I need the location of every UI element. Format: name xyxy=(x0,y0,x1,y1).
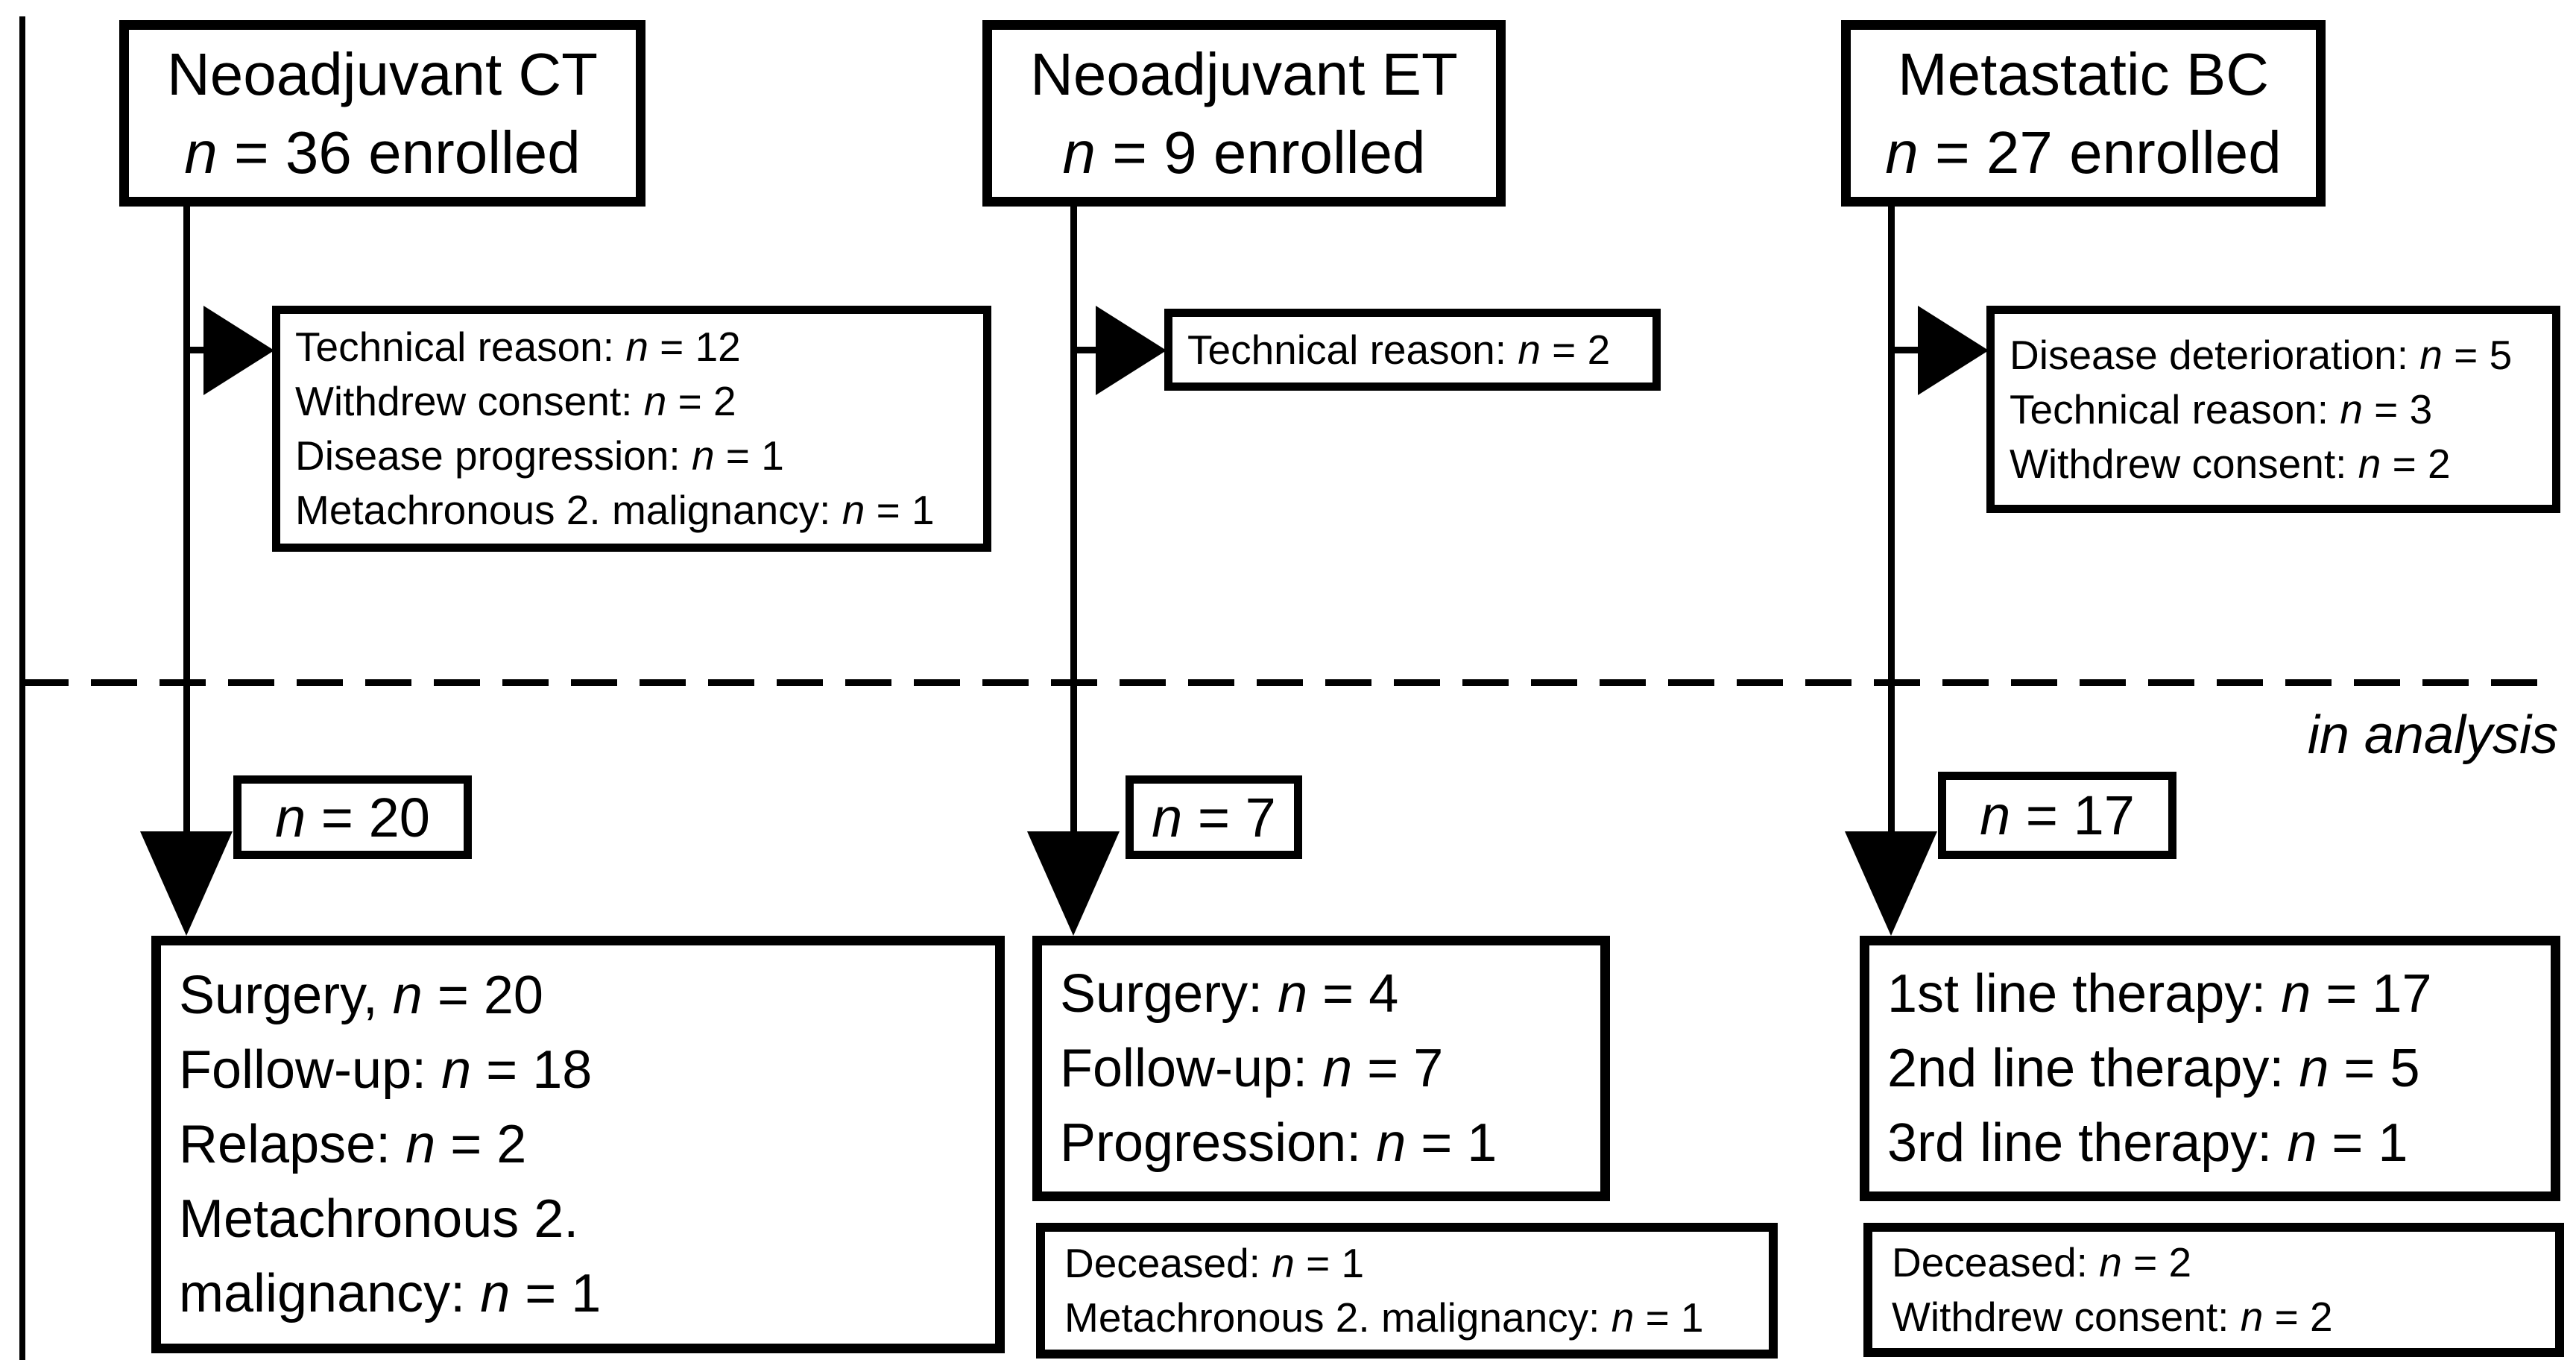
exclusion-branch-line-neoadjuvant-et xyxy=(1073,347,1103,353)
analysis-count-box-metastatic-bc: n = 17 xyxy=(1938,772,2176,859)
flow-line-metastatic-bc xyxy=(1888,207,1895,837)
n-variable: n xyxy=(2281,964,2311,1024)
exclusion-box-neoadjuvant-ct: Technical reason: n = 12 Withdrew consen… xyxy=(272,306,991,552)
arrowhead-down-icon xyxy=(140,831,233,936)
n-variable: n xyxy=(842,487,865,533)
box-title: Neoadjuvant ET xyxy=(1030,41,1458,107)
figure-border-line xyxy=(19,16,25,1360)
exclusion-line: Withdrew consent: n = 2 xyxy=(295,378,736,424)
n-variable: n xyxy=(2358,440,2381,487)
outcome-box-neoadjuvant-ct: Surgery, n = 20 Follow-up: n = 18 Relaps… xyxy=(151,936,1005,1353)
box-title: Neoadjuvant CT xyxy=(166,41,599,107)
n-variable: n xyxy=(392,966,423,1025)
n-variable: n xyxy=(2419,331,2443,378)
n-variable: n xyxy=(1278,964,1308,1024)
arrowhead-down-icon xyxy=(1027,831,1120,936)
exclusion-box-neoadjuvant-et: Technical reason: n = 2 xyxy=(1164,309,1661,391)
outcome-line: 2nd line therapy: n = 5 xyxy=(1887,1039,2420,1098)
analysis-separator-dashed-line xyxy=(22,679,2557,686)
n-variable: n xyxy=(2299,1039,2329,1098)
outcome-line: Progression: n = 1 xyxy=(1060,1113,1497,1173)
outcome-line: Deceased: n = 2 xyxy=(1892,1239,2192,1285)
outcome-line: Metachronous 2. malignancy: n = 1 xyxy=(1064,1294,1704,1341)
enrollment-box-neoadjuvant-ct: Neoadjuvant CT n = 36 enrolled xyxy=(119,20,645,207)
n-variable: n xyxy=(1885,119,1919,186)
exclusion-line: Withdrew consent: n = 2 xyxy=(2010,440,2451,487)
n-variable: n xyxy=(2340,385,2363,432)
in-analysis-label: in analysis xyxy=(2307,705,2558,765)
exclusion-line: Technical reason: n = 3 xyxy=(2010,385,2433,432)
outcome-line: malignancy: n = 1 xyxy=(179,1264,602,1323)
outcome-box-neoadjuvant-et: Surgery: n = 4 Follow-up: n = 7 Progress… xyxy=(1032,936,1610,1201)
arrowhead-right-icon xyxy=(203,306,274,395)
n-variable: n xyxy=(275,786,306,849)
n-variable: n xyxy=(2240,1294,2264,1340)
exclusion-line: Technical reason: n = 12 xyxy=(295,324,741,370)
outcome-line: Relapse: n = 2 xyxy=(179,1115,527,1174)
outcome-line: Follow-up: n = 7 xyxy=(1060,1039,1444,1098)
n-variable: n xyxy=(405,1115,436,1174)
n-variable: n xyxy=(1611,1294,1635,1341)
n-variable: n xyxy=(441,1040,472,1100)
outcome-line: Follow-up: n = 18 xyxy=(179,1040,593,1100)
analysis-count-box-neoadjuvant-ct: n = 20 xyxy=(233,775,472,859)
outcome-line: 3rd line therapy: n = 1 xyxy=(1887,1113,2408,1173)
n-variable: n xyxy=(691,432,715,479)
outcome-line: Withdrew consent: n = 2 xyxy=(1892,1294,2333,1340)
secondary-outcome-box-metastatic-bc: Deceased: n = 2 Withdrew consent: n = 2 xyxy=(1863,1223,2564,1357)
n-variable: n xyxy=(184,119,218,186)
exclusion-line: Disease progression: n = 1 xyxy=(295,432,784,479)
analysis-count-box-neoadjuvant-et: n = 7 xyxy=(1126,775,1302,859)
arrowhead-right-icon xyxy=(1918,306,1989,395)
enrolled-count-line: n = 9 enrolled xyxy=(1062,119,1426,186)
n-variable: n xyxy=(1980,784,2011,846)
n-variable: n xyxy=(625,324,648,370)
flow-line-neoadjuvant-et xyxy=(1070,207,1077,837)
analysis-count-line: n = 7 xyxy=(1152,786,1276,849)
n-variable: n xyxy=(1518,326,1541,373)
outcome-line: Metachronous 2. xyxy=(179,1189,579,1249)
outcome-box-metastatic-bc: 1st line therapy: n = 17 2nd line therap… xyxy=(1860,936,2560,1201)
n-variable: n xyxy=(2099,1239,2122,1285)
outcome-line: 1st line therapy: n = 17 xyxy=(1887,964,2432,1024)
n-variable: n xyxy=(1272,1240,1295,1286)
exclusion-line: Disease deterioration: n = 5 xyxy=(2010,331,2513,378)
exclusion-box-metastatic-bc: Disease deterioration: n = 5 Technical r… xyxy=(1986,306,2560,513)
n-variable: n xyxy=(643,378,667,424)
enrolled-count-line: n = 27 enrolled xyxy=(1885,119,2282,186)
box-title: Metastatic BC xyxy=(1898,41,2269,107)
n-variable: n xyxy=(1322,1039,1353,1098)
n-variable: n xyxy=(1152,786,1183,849)
exclusion-branch-line-metastatic-bc xyxy=(1891,347,1921,353)
flow-line-neoadjuvant-ct xyxy=(183,207,190,837)
secondary-outcome-box-neoadjuvant-et: Deceased: n = 1 Metachronous 2. malignan… xyxy=(1036,1223,1778,1359)
enrollment-box-neoadjuvant-et: Neoadjuvant ET n = 9 enrolled xyxy=(982,20,1506,207)
arrowhead-right-icon xyxy=(1096,306,1167,395)
arrowhead-down-icon xyxy=(1845,831,1937,936)
exclusion-line: Metachronous 2. malignancy: n = 1 xyxy=(295,487,935,533)
n-variable: n xyxy=(480,1264,511,1323)
exclusion-line: Technical reason: n = 2 xyxy=(1187,326,1611,373)
outcome-line: Deceased: n = 1 xyxy=(1064,1240,1365,1286)
outcome-line: Surgery: n = 4 xyxy=(1060,964,1399,1024)
n-variable: n xyxy=(1376,1113,1407,1173)
enrollment-box-metastatic-bc: Metastatic BC n = 27 enrolled xyxy=(1841,20,2326,207)
n-variable: n xyxy=(1062,119,1096,186)
enrolled-count-line: n = 36 enrolled xyxy=(184,119,581,186)
n-variable: n xyxy=(2287,1113,2317,1173)
analysis-count-line: n = 17 xyxy=(1980,784,2135,846)
exclusion-branch-line-neoadjuvant-ct xyxy=(186,347,220,353)
analysis-count-line: n = 20 xyxy=(275,786,430,849)
outcome-line: Surgery, n = 20 xyxy=(179,966,543,1025)
